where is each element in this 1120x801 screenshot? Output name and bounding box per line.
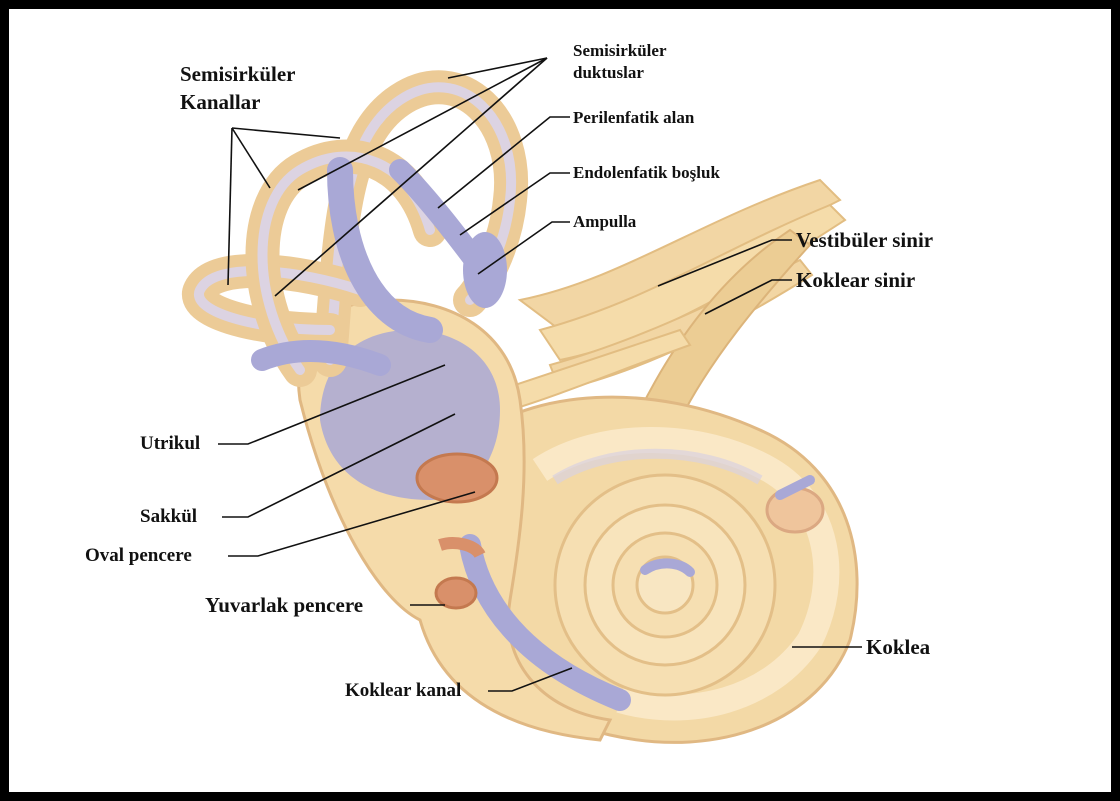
label-semisirkuler-kanallar-1: Semisirküler — [180, 61, 296, 87]
label-ampulla: Ampulla — [573, 212, 636, 232]
nerve-bundle — [500, 180, 845, 420]
label-yuvarlak-pencere: Yuvarlak pencere — [205, 592, 363, 618]
label-vestibuler-sinir: Vestibüler sinir — [796, 227, 933, 253]
label-semisirkuler-kanallar-2: Kanallar — [180, 89, 261, 115]
label-koklear-sinir: Koklear sinir — [796, 267, 915, 293]
label-oval-pencere: Oval pencere — [85, 545, 192, 567]
label-semisirkuler-duktuslar-1: Semisirküler — [573, 41, 667, 61]
label-koklear-kanal: Koklear kanal — [345, 680, 461, 702]
label-semisirkuler-duktuslar-2: duktuslar — [573, 63, 644, 83]
label-sakkul: Sakkül — [140, 506, 197, 528]
label-koklea: Koklea — [866, 634, 930, 660]
label-utrikul: Utrikul — [140, 433, 200, 455]
label-perilenfatik-alan: Perilenfatik alan — [573, 108, 694, 128]
label-endolenfatik-bosluk: Endolenfatik boşluk — [573, 163, 720, 183]
